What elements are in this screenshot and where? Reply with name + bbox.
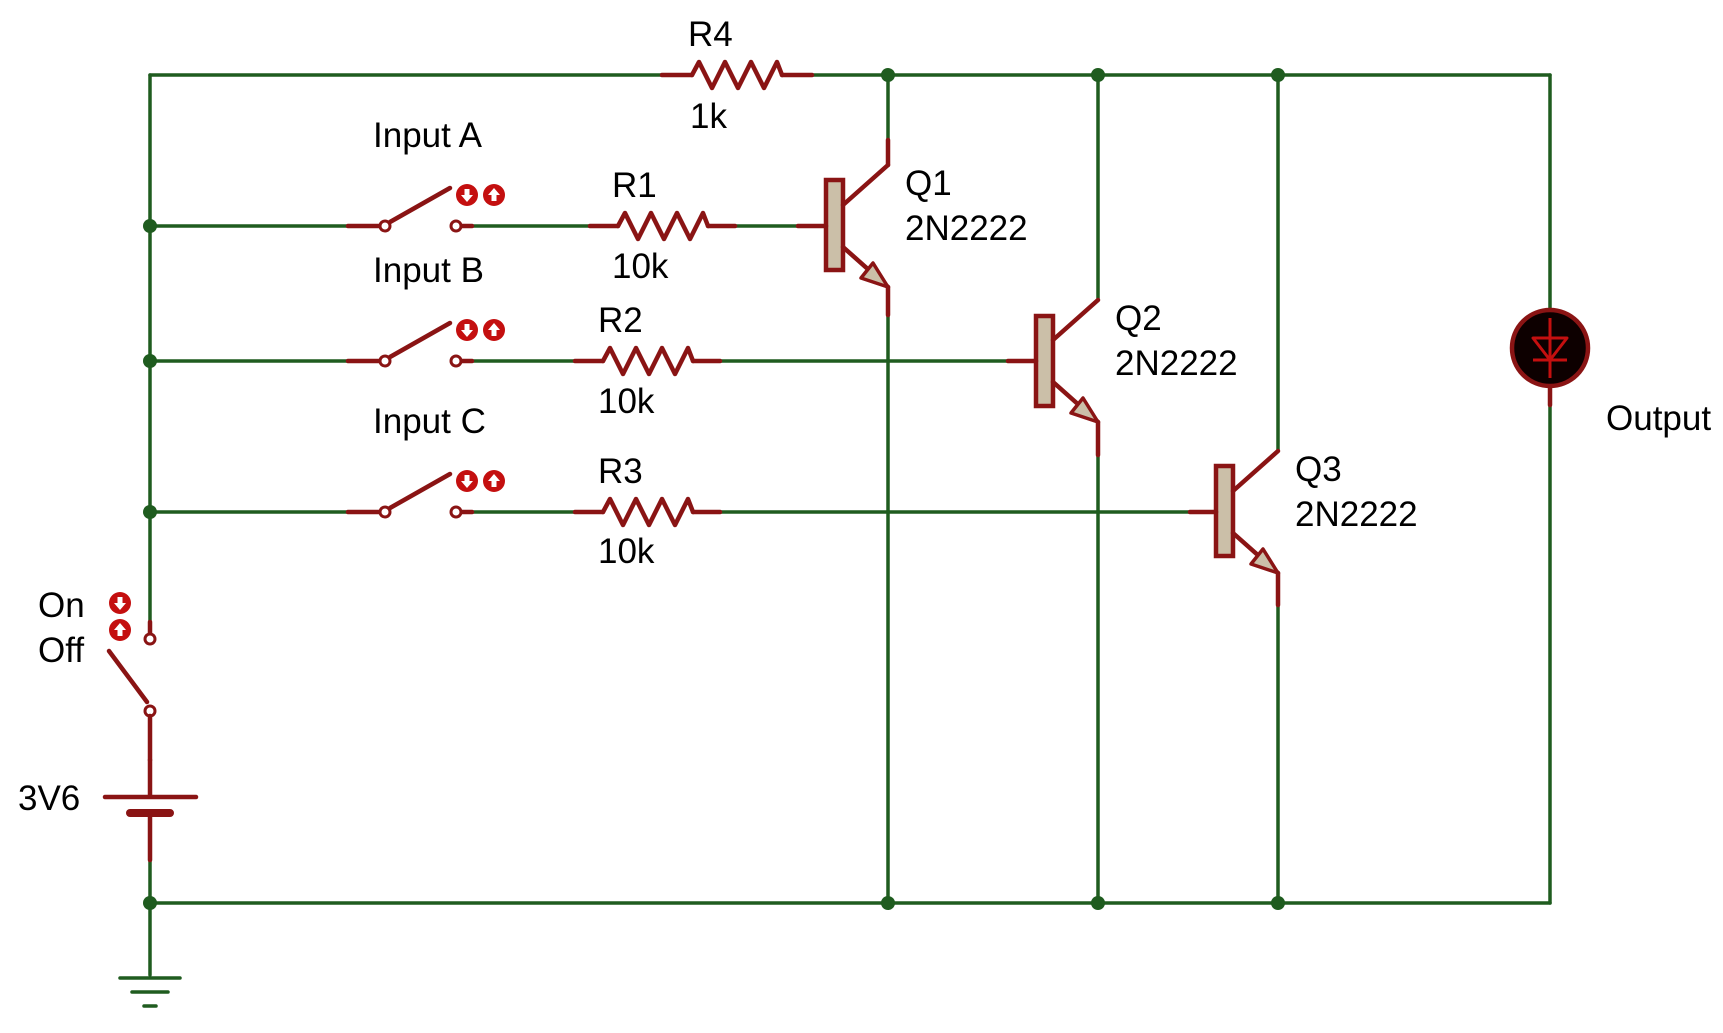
q3-part-label: 2N2222 [1295,495,1418,534]
junction-node [1091,68,1105,82]
power-on-button[interactable] [109,592,131,614]
junction-node [1091,896,1105,910]
input-c-switch[interactable]: Input C [345,402,505,519]
power-off-button[interactable] [109,619,131,641]
junction-node [881,68,895,82]
junction-node [881,896,895,910]
junction-node [1271,68,1285,82]
input-b-switch[interactable]: Input B [345,251,505,368]
r3-ref-label: R3 [598,452,643,491]
transistor-q2: Q2 2N2222 [1005,297,1238,458]
junction-node [1271,896,1285,910]
transistor-q3: Q3 2N2222 [1187,448,1418,608]
power-switch[interactable]: On Off [38,586,157,763]
r4-value-label: 1k [690,97,727,136]
r2-value-label: 10k [598,382,655,421]
battery-value-label: 3V6 [18,779,80,818]
r1-ref-label: R1 [612,166,657,205]
resistor-r4: R4 1k [659,15,815,136]
q3-ref-label: Q3 [1295,450,1342,489]
junction-node [143,896,157,910]
resistor-r2: R2 10k [572,301,723,421]
input-b-open-button[interactable] [456,319,478,341]
r4-ref-label: R4 [688,15,733,54]
q2-ref-label: Q2 [1115,299,1162,338]
resistor-r1: R1 10k [587,166,738,286]
q2-part-label: 2N2222 [1115,344,1238,383]
resistor-r3: R3 10k [572,452,723,571]
r1-value-label: 10k [612,247,669,286]
junction-node [143,505,157,519]
input-c-close-button[interactable] [483,470,505,492]
r3-value-label: 10k [598,532,655,571]
led-output: Output [1509,307,1711,438]
r2-ref-label: R2 [598,301,643,340]
input-a-close-button[interactable] [483,184,505,206]
junction-node [143,219,157,233]
input-a-label: Input A [373,116,483,155]
power-on-label: On [38,586,85,625]
transistor-q1: Q1 2N2222 [795,137,1028,318]
led-label: Output [1606,399,1711,438]
junction-node [143,354,157,368]
q1-part-label: 2N2222 [905,209,1028,248]
battery: 3V6 [18,757,199,863]
input-a-switch[interactable]: Input A [345,116,505,233]
input-c-label: Input C [373,402,486,441]
input-b-label: Input B [373,251,484,290]
input-a-open-button[interactable] [456,184,478,206]
power-off-label: Off [38,631,84,670]
input-c-open-button[interactable] [456,470,478,492]
ground-symbol [118,976,182,1008]
input-b-close-button[interactable] [483,319,505,341]
q1-ref-label: Q1 [905,164,952,203]
junction-dots [143,68,1285,910]
wires [148,73,1552,977]
